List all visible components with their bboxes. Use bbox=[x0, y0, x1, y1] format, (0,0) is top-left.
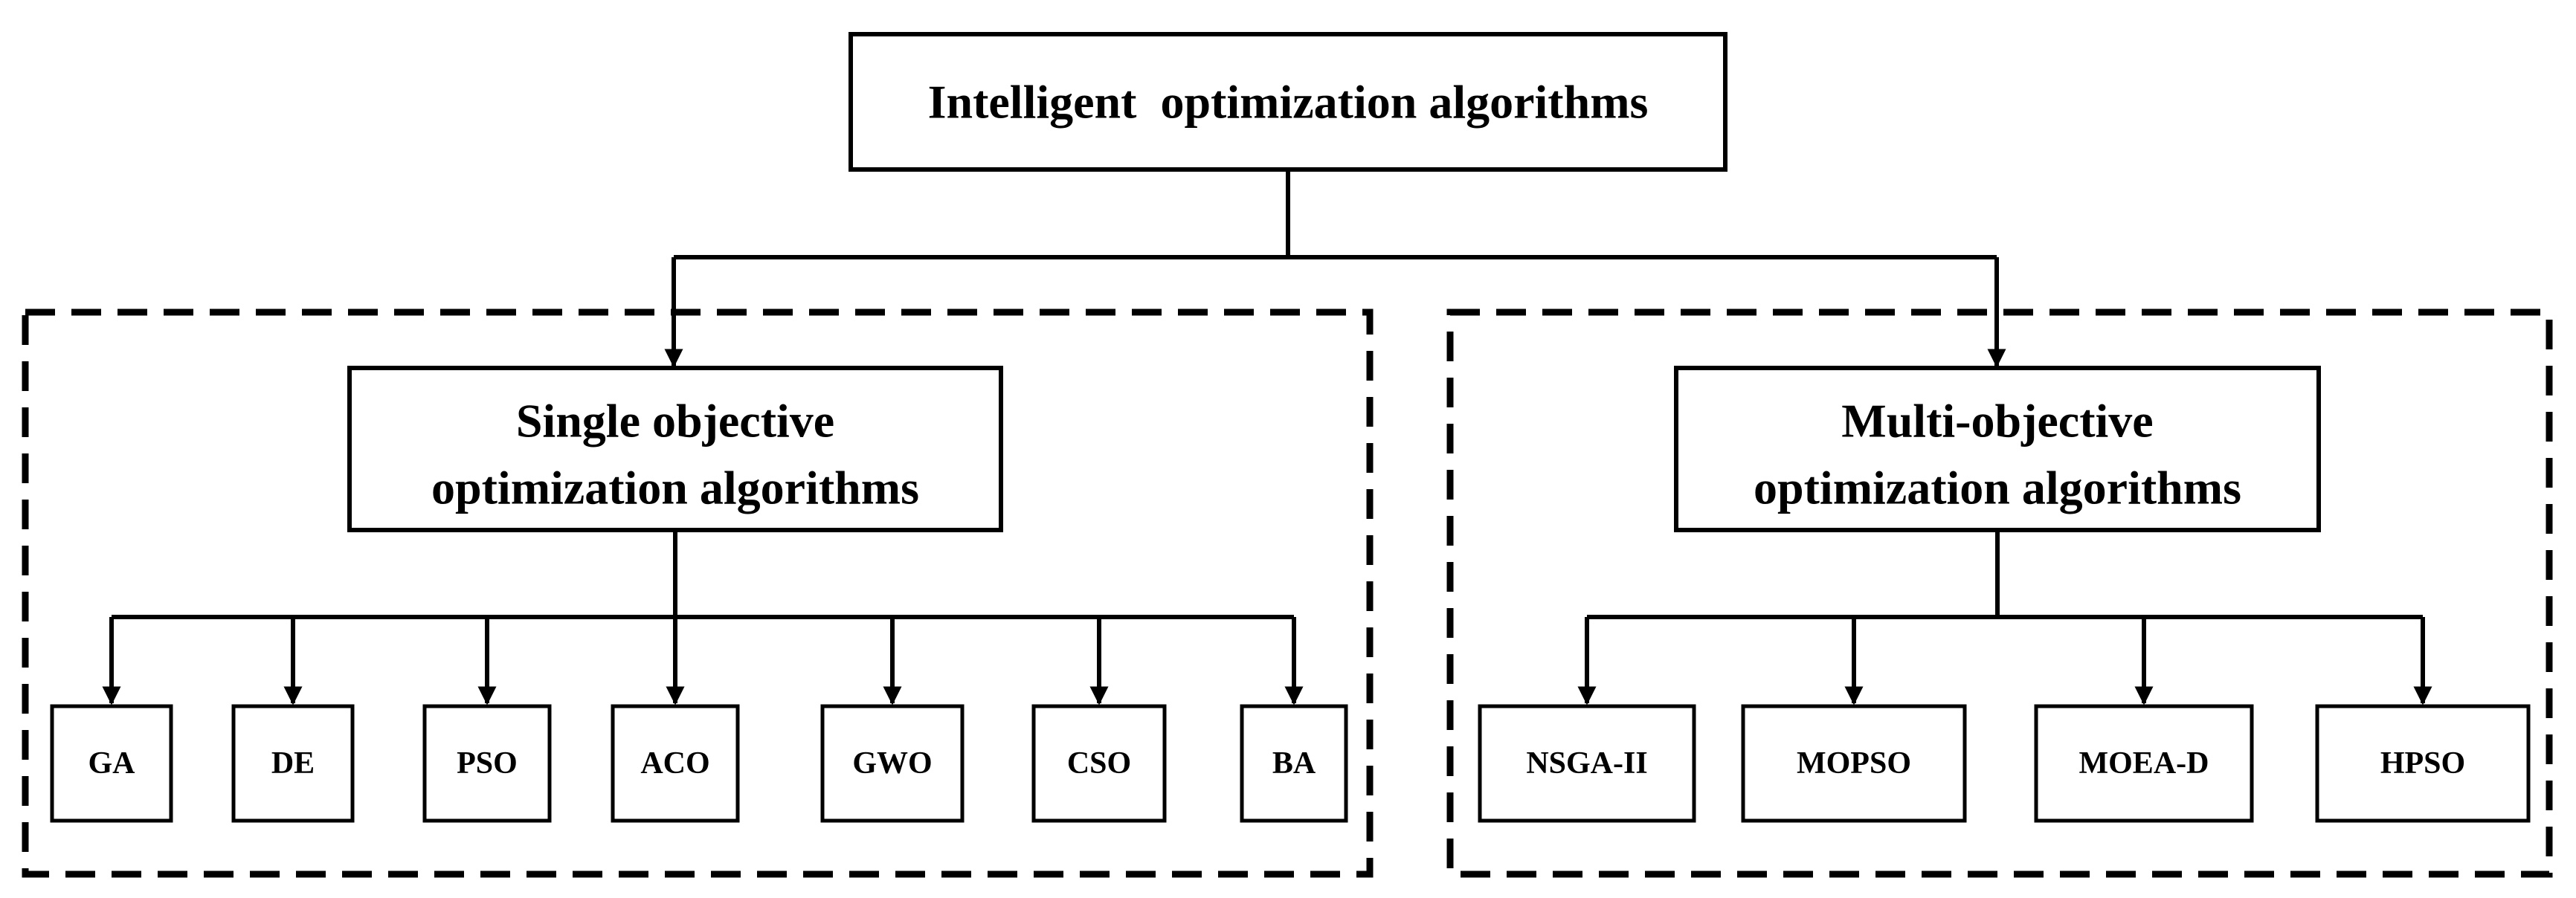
leaf-cso-label: CSO bbox=[1067, 746, 1131, 781]
leaf-moea-d-label: MOEA-D bbox=[2079, 746, 2209, 781]
leaf-gwo: GWO bbox=[820, 617, 965, 823]
multi-objective-node: Multi-objective optimization algorithms bbox=[1674, 366, 2321, 532]
leaf-moea-d: MOEA-D bbox=[2034, 617, 2254, 823]
leaf-aco: ACO bbox=[611, 617, 740, 823]
leaf-aco-label: ACO bbox=[640, 746, 709, 781]
root-node: Intelligent optimization algorithms bbox=[849, 32, 1727, 172]
leaf-gwo-label: GWO bbox=[852, 746, 932, 781]
leaf-de: DE bbox=[231, 617, 355, 823]
leaf-pso: PSO bbox=[422, 617, 552, 823]
multi-objective-label-line2: optimization algorithms bbox=[1754, 462, 2241, 514]
multi-objective-label-line1: Multi-objective bbox=[1841, 395, 2153, 448]
leaf-mopso: MOPSO bbox=[1741, 617, 1967, 823]
leaf-ba-label: BA bbox=[1272, 746, 1316, 781]
single-objective-label-line2: optimization algorithms bbox=[431, 462, 919, 514]
leaf-nsga-ii-label: NSGA-II bbox=[1526, 746, 1647, 781]
root-label: Intelligent optimization algorithms bbox=[928, 76, 1649, 129]
leaf-ga-label: GA bbox=[88, 746, 136, 781]
leaf-cso: CSO bbox=[1031, 617, 1167, 823]
leaf-ba: BA bbox=[1240, 617, 1348, 823]
leaf-de-label: DE bbox=[271, 746, 315, 781]
leaf-hpso-label: HPSO bbox=[2380, 746, 2465, 781]
leaf-hpso: HPSO bbox=[2315, 617, 2531, 823]
leaf-ga: GA bbox=[50, 617, 173, 823]
single-objective-group bbox=[22, 309, 1374, 878]
leaf-nsga-ii: NSGA-II bbox=[1478, 617, 1696, 823]
leaf-mopso-label: MOPSO bbox=[1797, 746, 1911, 781]
single-objective-label-line1: Single objective bbox=[516, 395, 834, 448]
single-objective-node: Single objective optimization algorithms bbox=[347, 366, 1003, 532]
leaf-pso-label: PSO bbox=[457, 746, 518, 781]
